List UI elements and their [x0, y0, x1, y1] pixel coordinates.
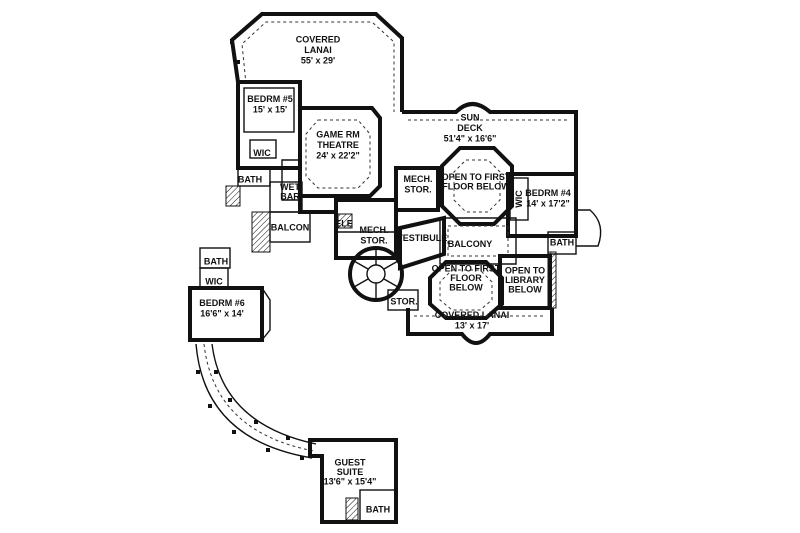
room-label-line: GUEST [334, 457, 366, 467]
room-label-line: OPEN TO FIRST [442, 172, 511, 182]
room-label-line: BELOW [449, 282, 483, 292]
covered-lanai-bottom-structure [406, 308, 554, 345]
room-label-elev: ELE [335, 218, 353, 228]
central-upper-structure [394, 146, 514, 226]
bedroom-4-structure [506, 172, 602, 255]
room-label-line: BALCON [271, 223, 310, 233]
room-label-line: 13'6" x 15'4" [324, 476, 377, 486]
railing-posts [196, 12, 578, 460]
room-label-line: BALCONY [448, 239, 493, 249]
room-label-wic-5: WIC [253, 148, 271, 158]
room-label-line: VESTIBULE [397, 233, 448, 243]
room-label-line: SUN [460, 113, 479, 123]
room-label-line: BATH [204, 257, 228, 267]
room-label-bath-6: BATH [204, 257, 228, 267]
room-label-line: STOR. [404, 184, 431, 194]
room-label-balcony: BALCONY [448, 239, 493, 249]
room-label-line: LIBRARY [505, 275, 545, 285]
room-label-line: ELE [335, 218, 353, 228]
room-label-line: THEATRE [317, 140, 359, 150]
room-label-bath-5: BATH [238, 175, 262, 185]
spiral-stair [348, 246, 404, 302]
room-label-wic-4: WIC [514, 190, 524, 208]
room-label-line: BATH [366, 505, 390, 515]
bedroom-6-structure [188, 247, 271, 342]
room-label-line: 55' x 29' [301, 56, 335, 66]
room-label-vestibule: VESTIBULE [397, 233, 448, 243]
room-label-line: WIC [514, 190, 524, 208]
room-label-line: FLOOR [450, 273, 482, 283]
room-label-line: OPEN TO [505, 265, 545, 275]
mech-column-structure [334, 198, 398, 260]
stor-structure [387, 289, 419, 311]
room-label-line: STOR. [360, 235, 387, 245]
room-label-line: MECH. [360, 225, 389, 235]
room-label-wic-6: WIC [205, 277, 223, 287]
room-label-line: GAME RM [316, 130, 360, 140]
central-lower-structure [428, 251, 557, 320]
room-label-bath-guest: BATH [366, 505, 390, 515]
room-label-line: FLOOR BELOW [442, 182, 510, 192]
room-label-line: BATH [550, 238, 574, 248]
wet-bar-structure [251, 181, 338, 253]
room-label-mech-stor-1: MECH.STOR. [404, 174, 433, 195]
room-label-line: LANAI [304, 45, 332, 55]
room-label-line: BEDRM #6 [199, 298, 245, 308]
room-label-line: STOR. [390, 297, 417, 307]
room-label-line: WIC [205, 277, 223, 287]
room-label-line: BELOW [508, 284, 542, 294]
room-label-mech-stor-2: MECH.STOR. [360, 225, 389, 246]
room-label-line: 24' x 22'2" [316, 151, 360, 161]
guest-suite-structure [308, 438, 398, 524]
room-label-balcon: BALCON [271, 223, 310, 233]
room-label-line: COVERED LANAI [435, 310, 510, 320]
room-label-line: DECK [457, 123, 483, 133]
room-label-line: BATH [238, 175, 262, 185]
room-label-line: MECH. [404, 174, 433, 184]
room-label-line: BAR [280, 192, 300, 202]
room-label-bath-4: BATH [550, 238, 574, 248]
room-label-line: 13' x 17' [455, 320, 489, 330]
room-label-line: WET [280, 182, 300, 192]
bedroom-5-structure [225, 80, 302, 207]
room-label-line: WIC [253, 148, 271, 158]
curved-walkway [195, 343, 317, 459]
room-label-line: 51'4" x 16'6" [444, 134, 497, 144]
sun-deck-structure [402, 102, 578, 200]
room-label-line: BEDRM #4 [525, 188, 571, 198]
room-label-line: SUITE [337, 467, 364, 477]
covered-lanai-top-structure [229, 12, 404, 112]
room-label-line: 16'6" x 14' [200, 308, 244, 318]
room-label-line: COVERED [296, 35, 341, 45]
room-label-line: OPEN TO FIRST [432, 263, 501, 273]
room-label-line: BEDRM #5 [247, 94, 293, 104]
room-label-stor: STOR. [390, 297, 417, 307]
room-label-line: 14' x 17'2" [526, 198, 570, 208]
room-label-line: 15' x 15' [253, 104, 287, 114]
